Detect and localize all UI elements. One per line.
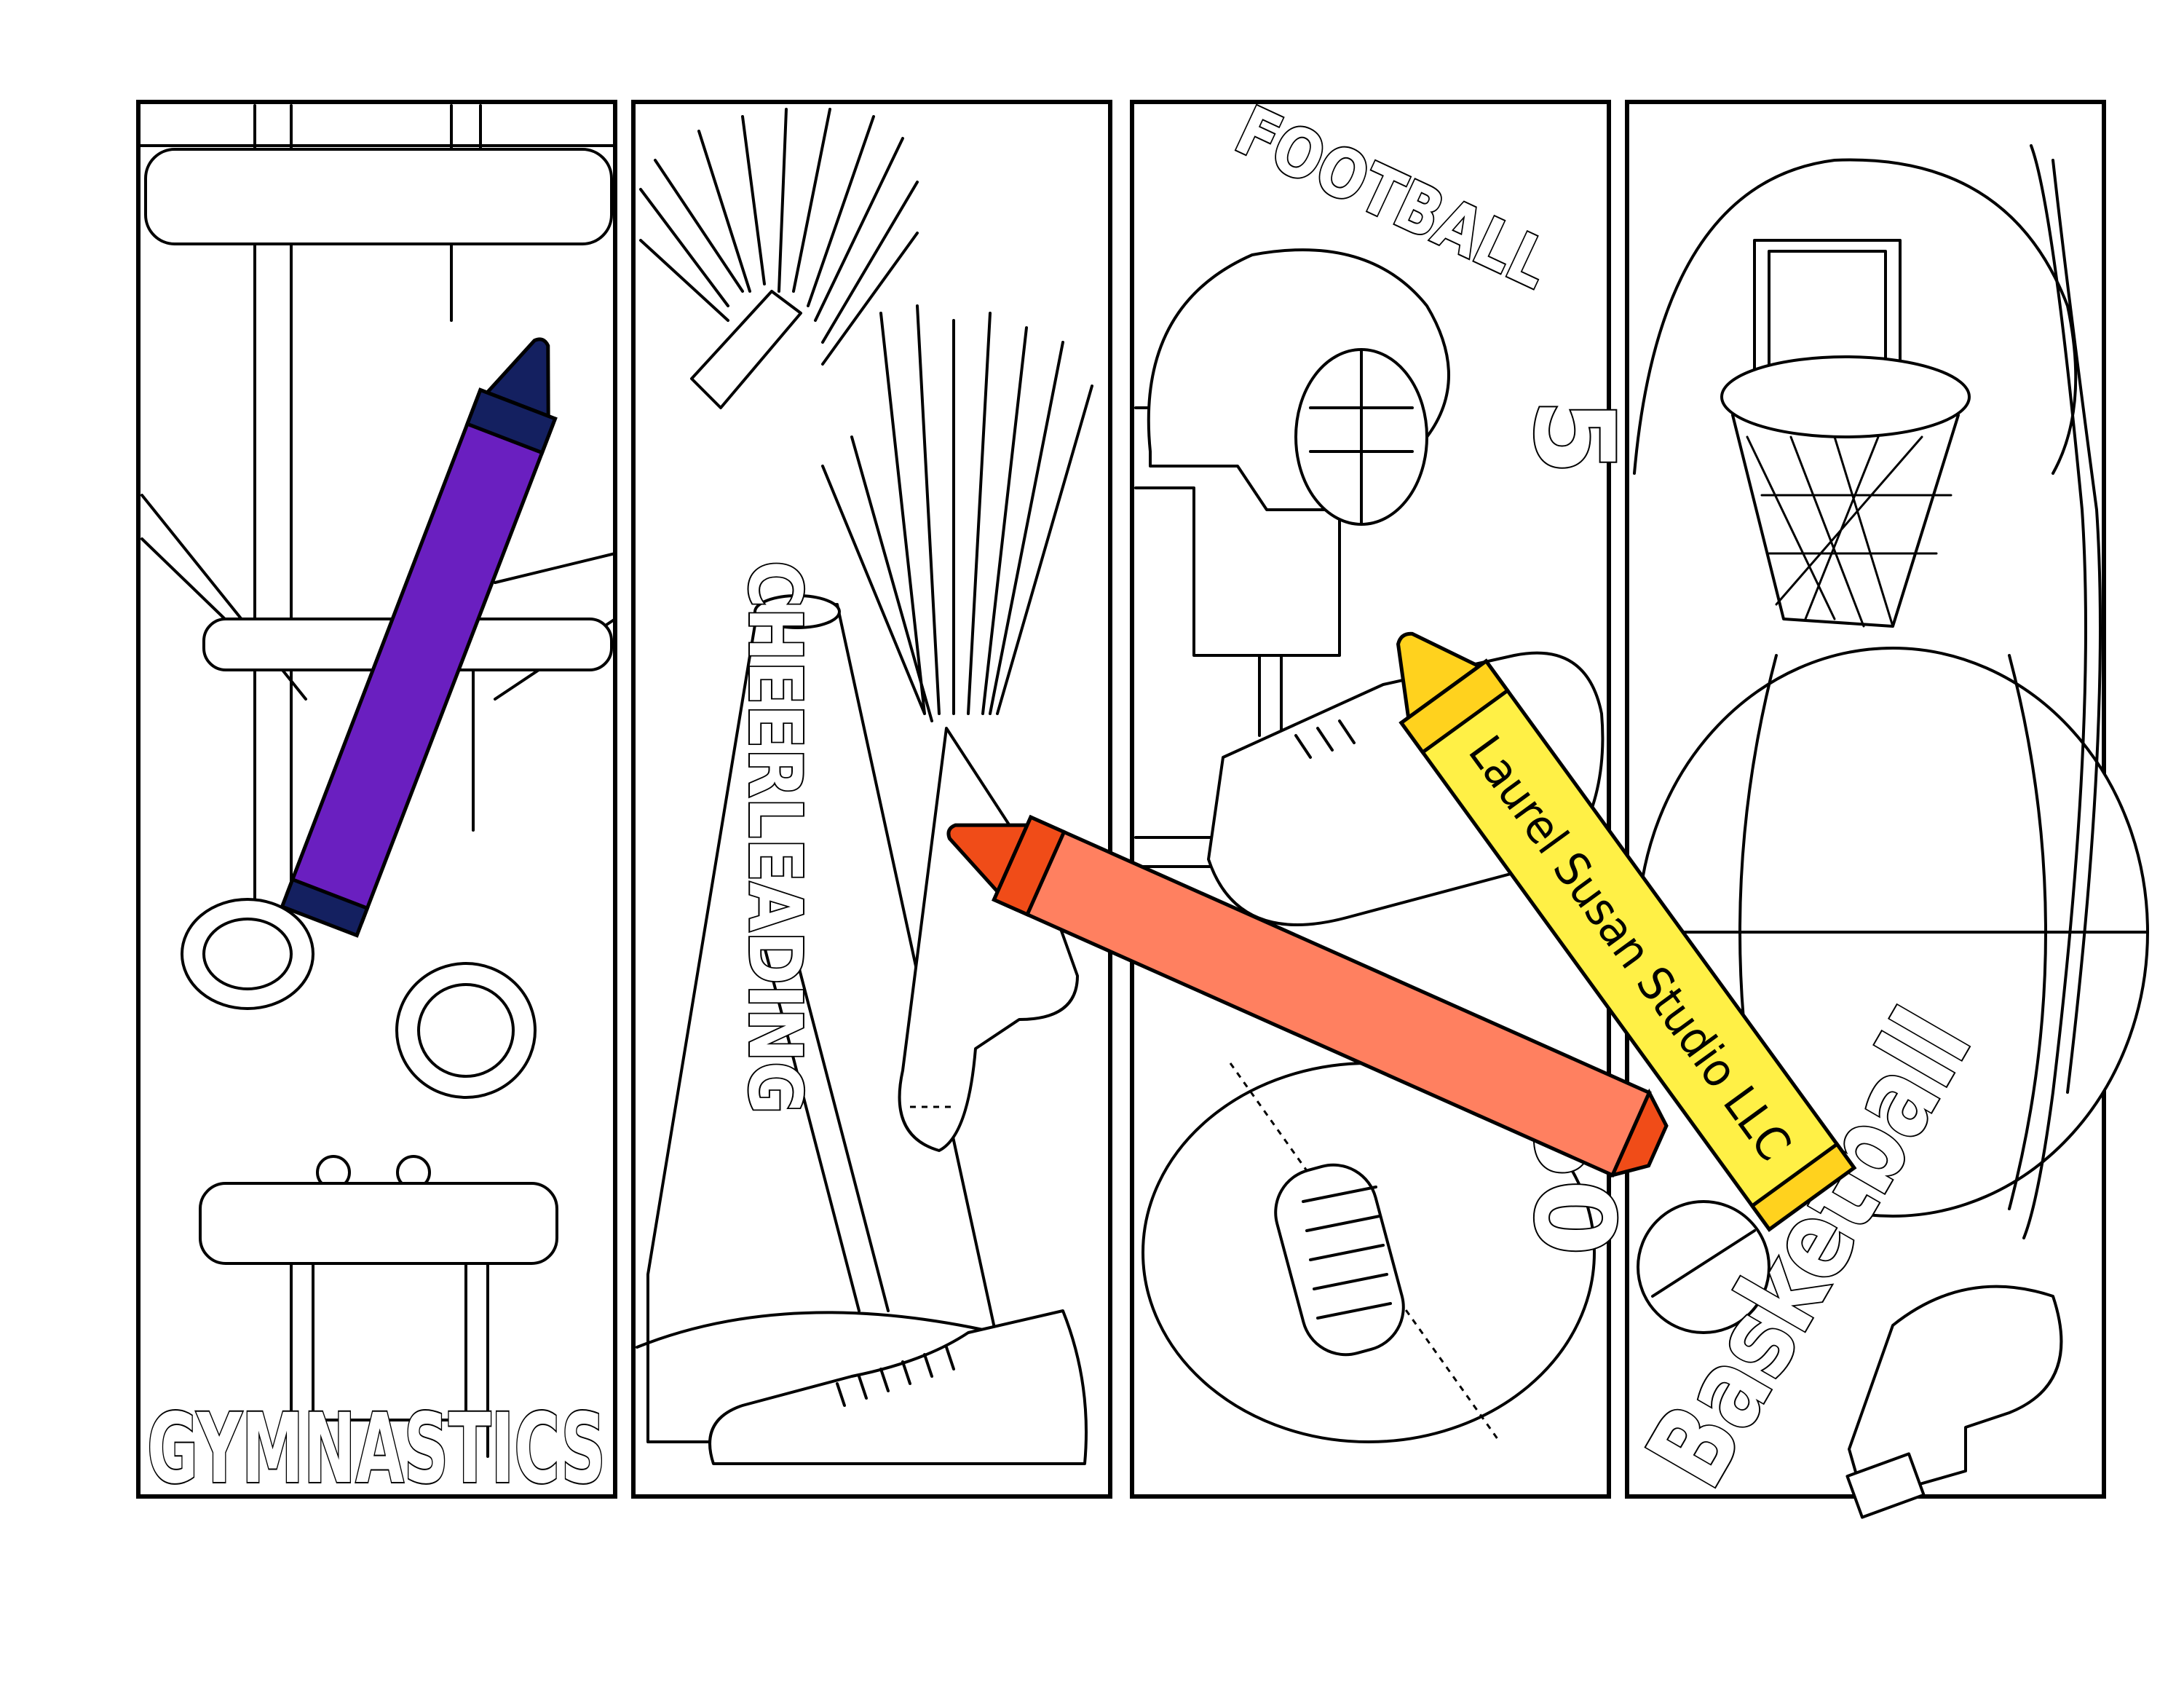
uneven-bars-drawing	[137, 104, 617, 1099]
bookmark-border	[1130, 100, 1611, 1499]
gymnastics-title: GYMNASTICS	[147, 1393, 606, 1505]
sock-drawing	[898, 727, 1079, 1152]
helmet-drawing	[1147, 248, 1450, 526]
crayon-band	[1749, 1141, 1857, 1232]
sneaker-drawing	[708, 1309, 1088, 1465]
pommel-horse-drawing	[199, 1155, 558, 1458]
football-drawing	[1142, 1062, 1596, 1443]
orange-crayon	[946, 814, 1669, 1178]
hoop-net-drawing	[1720, 355, 1971, 628]
purple-crayon	[280, 337, 558, 938]
crayon-band	[464, 387, 558, 455]
crayon-band	[992, 814, 1067, 918]
cheerleading-title: CHEERLEADING	[732, 561, 818, 1114]
bookmark-basketball: Basketball	[1622, 100, 2149, 1519]
crayon-tip	[946, 823, 1030, 896]
yard-number-5: 5	[1510, 399, 1637, 475]
crayon-tip	[1396, 631, 1483, 721]
crayon-band	[280, 877, 370, 938]
bookmark-border	[136, 100, 617, 1499]
crayon-band	[1398, 658, 1511, 755]
crayon-end	[1609, 1088, 1669, 1178]
bookmark-border	[631, 100, 1112, 1499]
pom-pom-drawing	[639, 108, 1093, 722]
bookmark-cheerleading: CHEERLEADING	[631, 100, 1112, 1499]
whistle-drawing	[1845, 144, 2102, 1519]
